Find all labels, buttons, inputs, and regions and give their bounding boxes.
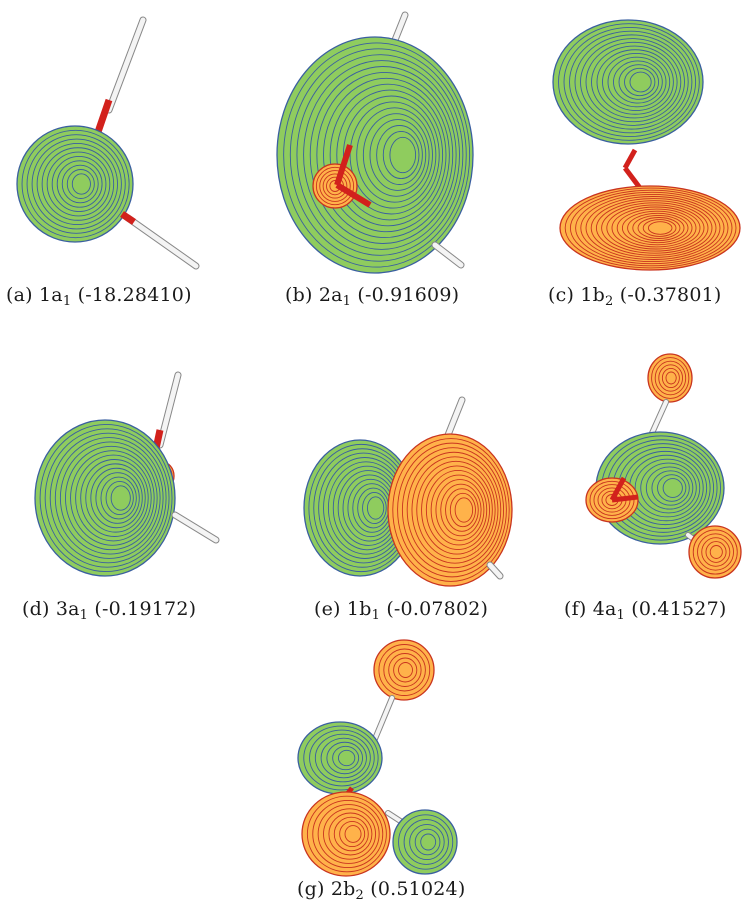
lobe-negative-top [648,354,692,402]
caption-c: (c) 1b2 (-0.37801) [548,284,722,309]
bond-lower-red [122,214,134,222]
panel-e-orbital [290,350,520,590]
panel-b-orbital [265,0,485,280]
panel-e-image [290,350,520,590]
lobe-positive-right [393,810,457,874]
contour-line [277,37,473,273]
panel-f-orbital [560,350,749,590]
lobe-positive-left [298,722,382,794]
contour-line [298,722,382,794]
panel-g-image [280,648,480,868]
lobe-negative-lower [560,186,740,270]
caption-d: (d) 3a1 (-0.19172) [22,598,196,623]
lobe-negative-bottom [302,792,390,876]
caption-b: (b) 2a1 (-0.91609) [285,284,459,309]
lobe-negative-top [374,640,434,700]
panel-b-image [265,0,485,280]
lobe-negative-bottom [689,526,741,578]
caption-f: (f) 4a1 (0.41527) [564,598,726,623]
caption-a: (a) 1a1 (-18.28410) [6,284,192,309]
caption-e: (e) 1b1 (-0.07802) [314,598,488,623]
panel-c-image [540,0,749,280]
bond-upper-red [98,100,109,132]
lobe-negative [313,164,357,208]
bond-upper-white [109,20,143,110]
lobe-positive [277,37,473,273]
bond-lower-white [128,218,196,266]
panel-d-orbital [0,350,240,590]
lobe-positive [17,126,133,242]
panel-g-orbital [280,648,480,868]
panel-f-image [560,350,749,590]
lobe-positive [35,420,175,576]
panel-a-image [0,0,240,280]
lobe-negative [388,434,512,586]
lobe-positive-upper [553,20,703,144]
panel-d-image [0,350,240,590]
caption-g: (g) 2b2 (0.51024) [297,878,465,903]
panel-c-orbital [540,0,749,280]
panel-a-orbital [0,0,240,280]
